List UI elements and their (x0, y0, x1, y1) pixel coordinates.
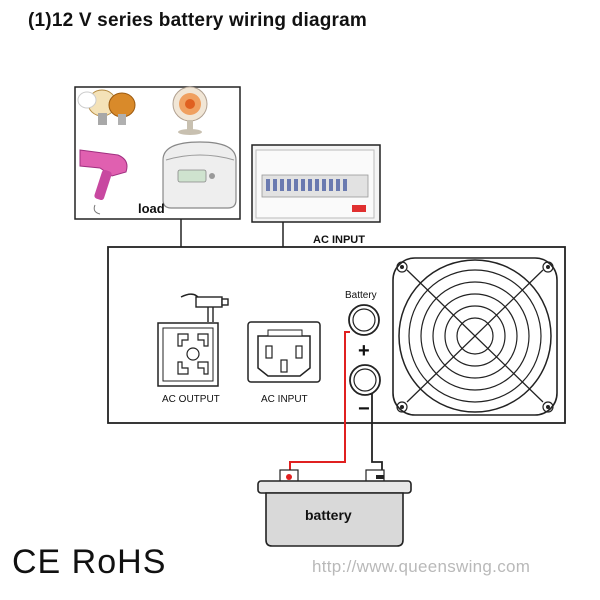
space-heater-icon (172, 86, 208, 135)
battery-label: battery (305, 507, 352, 523)
ac-input-socket (247, 321, 321, 383)
ac-output-socket (157, 322, 219, 387)
ac-output-label: AC OUTPUT (162, 394, 220, 405)
plug-icon (180, 293, 229, 322)
minus-label: − (358, 398, 370, 420)
ac-input-socket-label: AC INPUT (261, 394, 308, 405)
battery-icon (257, 469, 412, 547)
certification-marks: CE RoHS (12, 543, 167, 581)
rice-cooker-icon (162, 141, 237, 209)
battery-terminal-label: Battery (345, 290, 377, 301)
positive-wire (289, 331, 350, 477)
negative-wire (370, 393, 383, 477)
plus-label: + (358, 340, 370, 362)
hair-dryer-icon (79, 149, 128, 215)
ac-input-panel-label: AC INPUT (313, 234, 365, 246)
light-bulb-icon (77, 89, 136, 125)
breaker-panel-icon (251, 144, 381, 223)
load-picture: load (74, 86, 241, 220)
diagram-title: (1)12 V series battery wiring diagram (28, 10, 367, 31)
positive-terminal (348, 304, 380, 336)
negative-terminal (349, 364, 381, 396)
fan-grille-icon (392, 257, 558, 416)
load-label: load (138, 201, 165, 216)
website-url[interactable]: http://www.queenswing.com (312, 557, 531, 576)
